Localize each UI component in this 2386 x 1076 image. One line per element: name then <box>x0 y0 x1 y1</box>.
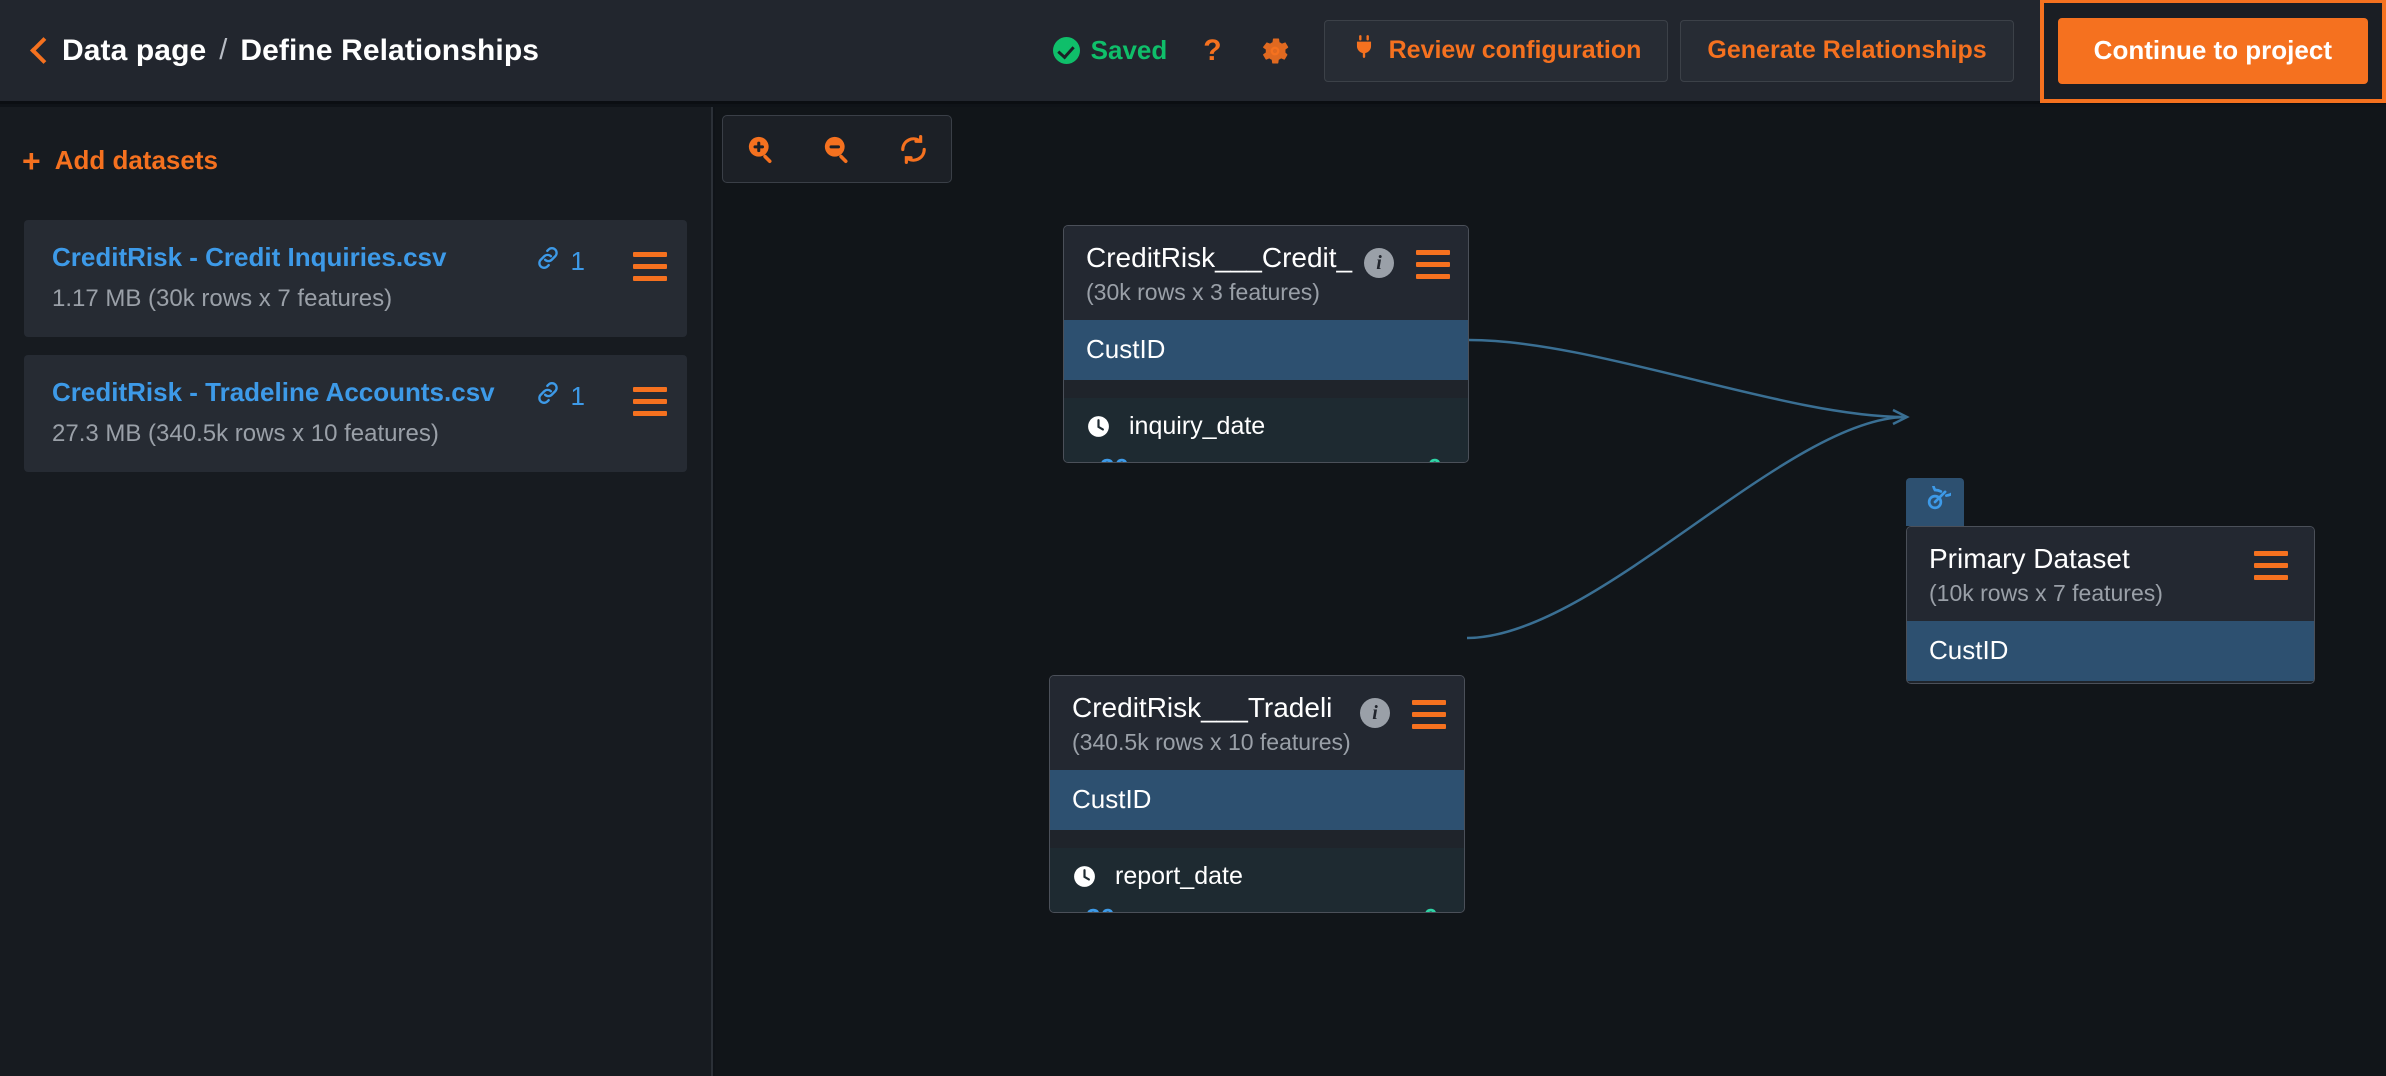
generate-relationships-button[interactable]: Generate Relationships <box>1680 19 2014 82</box>
review-configuration-label: Review configuration <box>1388 36 1642 64</box>
node-feature-block: report_date 30 0 <box>1050 848 1464 912</box>
range-low-value: 30 <box>1086 903 1115 912</box>
node-key-field[interactable]: CustID <box>1050 770 1464 830</box>
primary-dataset-node[interactable]: Primary Dataset (10k rows x 7 features) … <box>1906 526 2315 684</box>
refresh-icon[interactable] <box>897 133 930 166</box>
plug-icon <box>1351 34 1377 67</box>
node-header: CreditRisk___Tradeli (340.5k rows x 10 f… <box>1050 676 1464 770</box>
dataset-link-count[interactable]: 1 <box>534 379 585 414</box>
gear-icon[interactable] <box>1260 36 1290 66</box>
add-datasets-button[interactable]: + Add datasets <box>0 107 218 179</box>
hamburger-menu-icon[interactable] <box>1416 250 1450 279</box>
canvas-zoom-toolbar <box>722 115 952 183</box>
datasets-sidebar: + Add datasets CreditRisk - Credit Inqui… <box>0 107 713 1076</box>
dataset-name[interactable]: CreditRisk - Tradeline Accounts.csv <box>52 377 495 407</box>
info-icon[interactable]: i <box>1364 248 1394 278</box>
review-configuration-button[interactable]: Review configuration <box>1323 19 1669 82</box>
hamburger-menu-icon[interactable] <box>1412 700 1446 729</box>
node-divider <box>1064 380 1468 398</box>
clock-icon <box>1072 864 1097 889</box>
link-icon <box>534 379 562 414</box>
node-subtitle: (340.5k rows x 10 features) <box>1072 729 1351 755</box>
breadcrumb-current: Define Relationships <box>240 33 540 67</box>
node-header: Primary Dataset (10k rows x 7 features) <box>1907 527 2314 621</box>
relationship-canvas[interactable]: CreditRisk___Credit_ (30k rows x 3 featu… <box>715 107 2386 1076</box>
range-low-value: 30 <box>1100 453 1129 462</box>
link-icon <box>534 244 562 279</box>
dataset-node-tradeline-accounts[interactable]: CreditRisk___Tradeli (340.5k rows x 10 f… <box>1049 675 1465 913</box>
saved-label: Saved <box>1090 35 1168 65</box>
link-count-value: 1 <box>570 381 585 411</box>
dataset-meta: 1.17 MB (30k rows x 7 features) <box>52 285 393 312</box>
app-header: Data page / Define Relationships Saved ? <box>0 0 2386 104</box>
zoom-in-icon[interactable] <box>745 133 778 166</box>
node-header: CreditRisk___Credit_ (30k rows x 3 featu… <box>1064 226 1468 320</box>
add-datasets-label: Add datasets <box>54 145 218 175</box>
dataset-meta: 27.3 MB (340.5k rows x 10 features) <box>52 420 439 447</box>
range-high-value: 0 <box>1428 453 1442 462</box>
plus-icon: + <box>22 142 41 179</box>
dataset-list: CreditRisk - Credit Inquiries.csv 1.17 M… <box>0 220 711 472</box>
node-divider <box>1050 830 1464 848</box>
breadcrumb-root[interactable]: Data page <box>62 33 207 67</box>
generate-relationships-label: Generate Relationships <box>1707 36 1987 64</box>
list-item[interactable]: CreditRisk - Tradeline Accounts.csv 27.3… <box>24 355 687 472</box>
range-high-value: 0 <box>1424 903 1438 912</box>
primary-dataset-badge <box>1906 478 1964 526</box>
feature-name: report_date <box>1115 862 1243 890</box>
continue-highlight-frame: Continue to project <box>2039 0 2386 103</box>
list-item[interactable]: CreditRisk - Credit Inquiries.csv 1.17 M… <box>24 220 687 337</box>
info-icon[interactable]: i <box>1360 698 1390 728</box>
link-count-value: 1 <box>570 246 585 276</box>
dataset-info: CreditRisk - Tradeline Accounts.csv 27.3… <box>52 377 534 448</box>
dataset-node-credit-inquiries[interactable]: CreditRisk___Credit_ (30k rows x 3 featu… <box>1063 225 1469 463</box>
hamburger-menu-icon[interactable] <box>633 387 667 416</box>
node-divider <box>1907 681 2314 683</box>
status-badge-saved: Saved <box>1052 35 1168 66</box>
chevron-left-icon[interactable] <box>24 36 54 66</box>
breadcrumb-separator: / <box>219 34 228 66</box>
node-title: CreditRisk___Credit_ <box>1086 242 1353 273</box>
node-subtitle: (30k rows x 3 features) <box>1086 279 1320 305</box>
help-icon[interactable]: ? <box>1203 33 1222 67</box>
continue-to-project-button[interactable]: Continue to project <box>2057 17 2368 84</box>
dataset-name[interactable]: CreditRisk - Credit Inquiries.csv <box>52 242 447 272</box>
check-circle-icon <box>1052 37 1080 64</box>
primary-key-field[interactable]: CustID <box>1907 621 2314 681</box>
dataset-info: CreditRisk - Credit Inquiries.csv 1.17 M… <box>52 242 534 313</box>
node-key-field[interactable]: CustID <box>1064 320 1468 380</box>
hamburger-menu-icon[interactable] <box>633 252 667 281</box>
clock-icon <box>1086 414 1111 439</box>
hamburger-menu-icon[interactable] <box>2254 551 2288 580</box>
primary-dataset-title: Primary Dataset <box>1929 543 2130 574</box>
dataset-link-count[interactable]: 1 <box>534 244 585 279</box>
node-title: CreditRisk___Tradeli <box>1072 692 1333 723</box>
feature-name: inquiry_date <box>1129 412 1266 440</box>
primary-dataset-subtitle: (10k rows x 7 features) <box>1929 580 2163 606</box>
zoom-out-icon[interactable] <box>821 133 854 166</box>
header-actions: Saved ? Review configuration <box>1052 0 2386 103</box>
node-feature-block: inquiry_date 30 0 <box>1064 398 1468 462</box>
